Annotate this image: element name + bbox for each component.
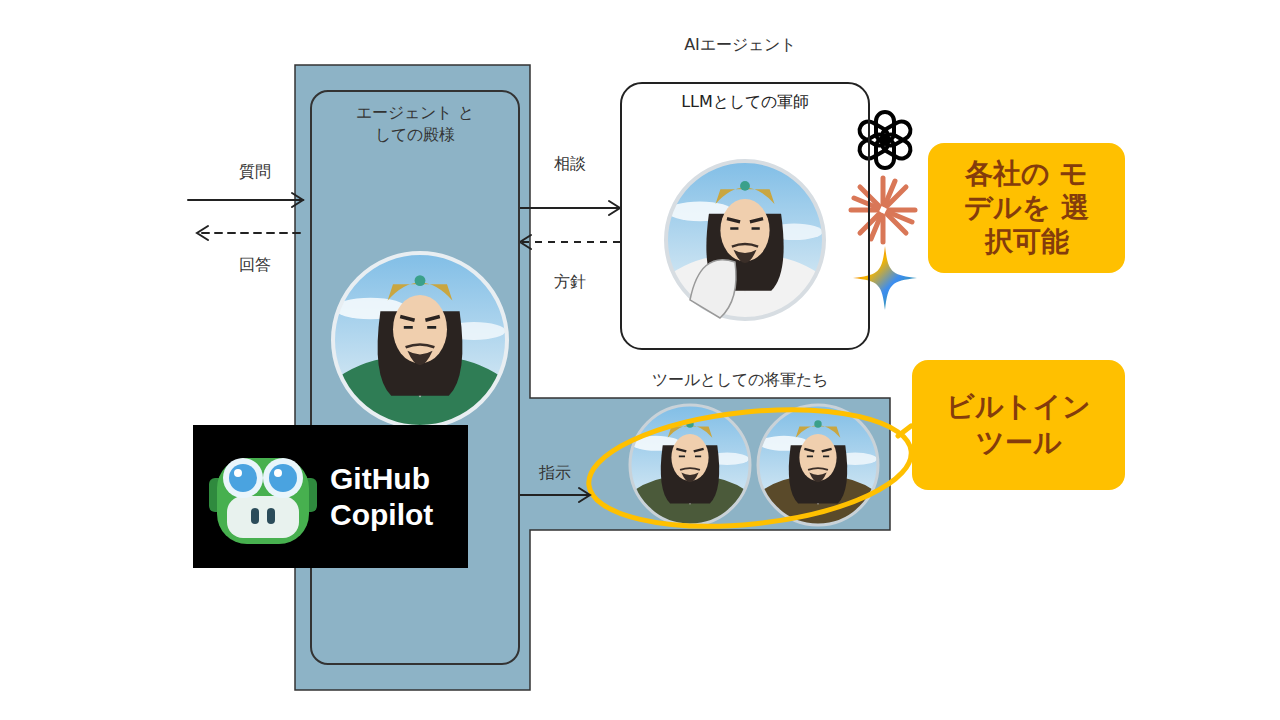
- copilot-icon: [217, 458, 309, 544]
- free-label: 質問: [239, 162, 271, 183]
- claude-logo: [871, 215, 881, 239]
- io-arrows: [188, 199, 303, 201]
- free-label: AIエージェント: [684, 35, 796, 56]
- node-text: ビルトイン ツール: [931, 389, 1106, 462]
- connector: [520, 488, 590, 502]
- copilot-icon: [234, 469, 242, 477]
- edge-label: 相談: [554, 154, 586, 175]
- lord-portrait: [333, 253, 507, 427]
- io-arrows: [197, 226, 208, 240]
- llm-fill: [620, 82, 870, 350]
- copilot-icon: [274, 469, 282, 477]
- copilot-icon: [203, 438, 323, 556]
- claude-logo: [854, 198, 878, 208]
- connector-line: [520, 494, 590, 496]
- edge-label: 方針: [554, 272, 586, 293]
- copilot-icon: [251, 508, 259, 524]
- lord-portrait: [330, 250, 510, 430]
- io-arrows: [292, 193, 303, 207]
- callout-box: ビルトイン ツール: [912, 360, 1125, 490]
- agent-box: エージェント としての殿様: [310, 90, 520, 665]
- claude-logo: [851, 178, 915, 242]
- callout-box: 各社の モデルを 選択可能: [928, 143, 1125, 273]
- connector-line: [520, 241, 620, 243]
- claude-logo: [888, 212, 912, 222]
- general-portrait: [756, 403, 880, 527]
- node-text: エージェント としての殿様: [355, 102, 475, 145]
- general-portrait: [758, 405, 878, 525]
- copilot-icon: [269, 464, 297, 492]
- io-arrows: [188, 193, 303, 240]
- general-portrait: [756, 403, 880, 527]
- strategist-portrait: [690, 260, 736, 318]
- node-text: 各社の モデルを 選択可能: [957, 157, 1097, 259]
- arrow-head: [520, 235, 531, 249]
- agent-region: [295, 65, 890, 690]
- copilot-icon: [227, 496, 299, 538]
- connector-line: [520, 207, 620, 209]
- free-label: 回答: [239, 255, 271, 276]
- strategist-portrait: [663, 158, 827, 322]
- lord-portrait: [330, 250, 510, 430]
- copilot-icon: [229, 464, 257, 492]
- claude-logo: [885, 181, 895, 205]
- connector: [520, 201, 620, 215]
- openai-logo: [856, 118, 891, 149]
- highlight-ellipse: [583, 395, 917, 540]
- node-text: ツールとしての将軍たち: [590, 370, 890, 391]
- copilot-icon: [223, 458, 263, 498]
- edge-label: 指示: [539, 463, 571, 484]
- node-text: LLMとしての軍師: [622, 92, 868, 113]
- leader-line: [898, 426, 911, 436]
- tool-band: ツールとしての将軍たち: [590, 400, 890, 530]
- arrow-head: [609, 201, 620, 215]
- openai-logo: [856, 112, 913, 168]
- connector: [520, 235, 620, 249]
- strategist-portrait: [663, 158, 827, 322]
- agent-fill: [310, 90, 520, 665]
- io-arrows: [197, 232, 300, 234]
- gemini-logo: [853, 246, 917, 310]
- copilot-icon: [263, 458, 303, 498]
- copilot-icon: [267, 508, 275, 524]
- llm-box: LLMとしての軍師: [620, 82, 870, 350]
- node-text: GitHub Copilot: [330, 461, 458, 533]
- strategist-portrait: [666, 161, 824, 319]
- arrow-head: [579, 488, 590, 502]
